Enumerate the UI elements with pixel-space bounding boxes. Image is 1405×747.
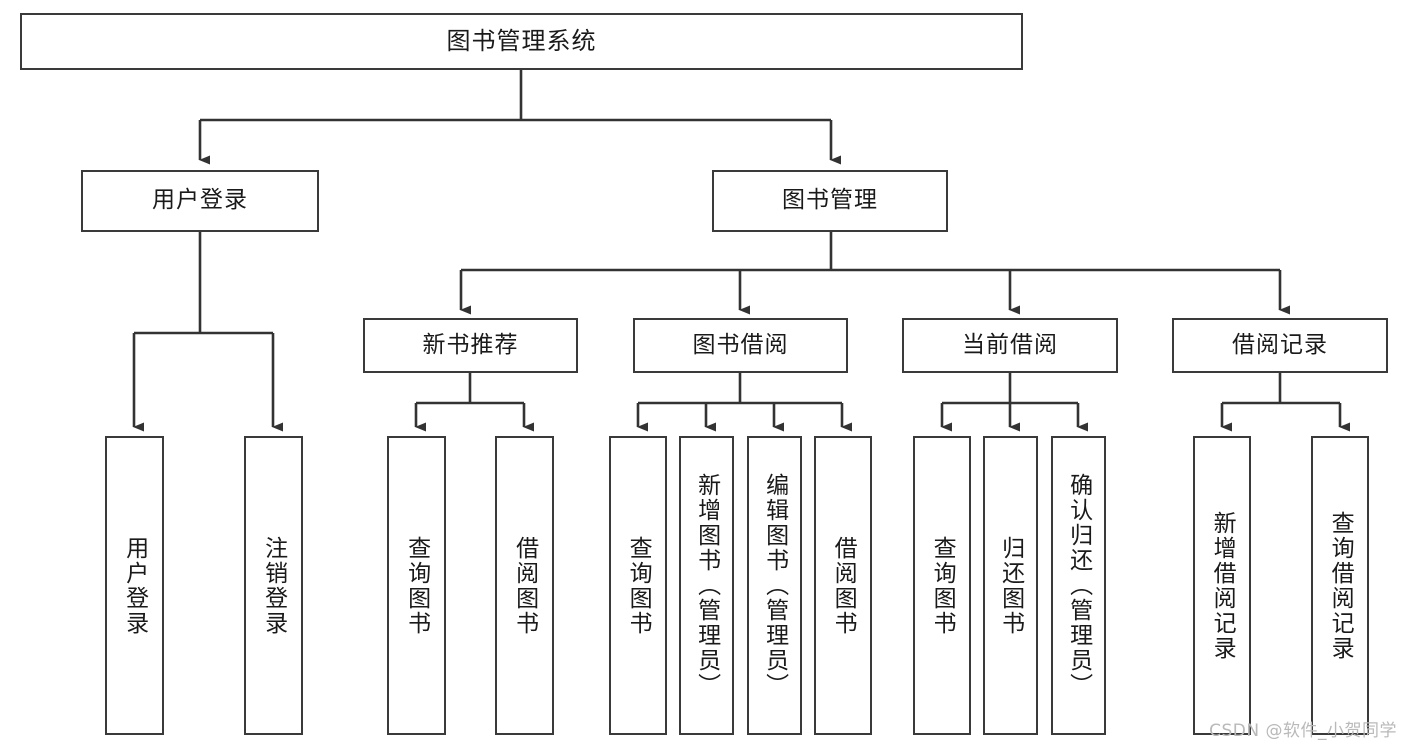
node-label: 查询借阅记录 bbox=[1327, 510, 1354, 661]
node-label: 图书借阅 bbox=[692, 331, 789, 358]
leaf-current-borrow-return-book[interactable]: 归还图书 bbox=[983, 436, 1038, 735]
node-borrow-record[interactable]: 借阅记录 bbox=[1172, 318, 1388, 373]
node-label: 新增图书（管理员） bbox=[693, 473, 720, 698]
watermark: CSDN @软件_小贺同学 bbox=[1209, 721, 1397, 741]
node-label: 确认归还（管理员） bbox=[1065, 473, 1092, 698]
node-label: 新书推荐 bbox=[422, 331, 519, 358]
node-label: 借阅图书 bbox=[511, 535, 538, 636]
leaf-book-borrow-query-book[interactable]: 查询图书 bbox=[609, 436, 667, 735]
leaf-borrow-record-query-record[interactable]: 查询借阅记录 bbox=[1311, 436, 1369, 735]
node-label: 查询图书 bbox=[929, 535, 956, 636]
leaf-current-borrow-query-book[interactable]: 查询图书 bbox=[913, 436, 971, 735]
node-label: 借阅记录 bbox=[1232, 331, 1328, 358]
node-book-management[interactable]: 图书管理 bbox=[712, 170, 948, 232]
node-user-login[interactable]: 用户登录 bbox=[81, 170, 319, 232]
node-new-book-recommend[interactable]: 新书推荐 bbox=[363, 318, 578, 373]
leaf-new-book-query-book[interactable]: 查询图书 bbox=[387, 436, 446, 735]
node-label: 新增借阅记录 bbox=[1209, 510, 1236, 661]
node-label: 用户登录 bbox=[121, 535, 148, 636]
leaf-new-book-borrow-book[interactable]: 借阅图书 bbox=[495, 436, 554, 735]
leaf-current-borrow-confirm-return[interactable]: 确认归还（管理员） bbox=[1051, 436, 1106, 735]
node-current-borrow[interactable]: 当前借阅 bbox=[902, 318, 1118, 373]
node-label: 图书管理 bbox=[782, 187, 878, 214]
leaf-book-borrow-add-book[interactable]: 新增图书（管理员） bbox=[679, 436, 734, 735]
node-label: 借阅图书 bbox=[830, 535, 857, 636]
node-label: 用户登录 bbox=[152, 187, 248, 214]
node-label: 图书管理系统 bbox=[446, 27, 597, 56]
node-label: 编辑图书（管理员） bbox=[761, 473, 788, 698]
node-label: 归还图书 bbox=[997, 535, 1024, 636]
leaf-borrow-record-add-record[interactable]: 新增借阅记录 bbox=[1193, 436, 1251, 735]
node-label: 查询图书 bbox=[625, 535, 652, 636]
leaf-user-login-logout[interactable]: 注销登录 bbox=[244, 436, 303, 735]
node-label: 查询图书 bbox=[403, 535, 430, 636]
leaf-user-login-login[interactable]: 用户登录 bbox=[105, 436, 164, 735]
node-label: 注销登录 bbox=[260, 535, 287, 636]
node-root-book-management-system[interactable]: 图书管理系统 bbox=[20, 13, 1023, 70]
leaf-book-borrow-edit-book[interactable]: 编辑图书（管理员） bbox=[747, 436, 802, 735]
leaf-book-borrow-borrow-book[interactable]: 借阅图书 bbox=[814, 436, 872, 735]
node-label: 当前借阅 bbox=[962, 331, 1058, 358]
node-book-borrow[interactable]: 图书借阅 bbox=[633, 318, 848, 373]
